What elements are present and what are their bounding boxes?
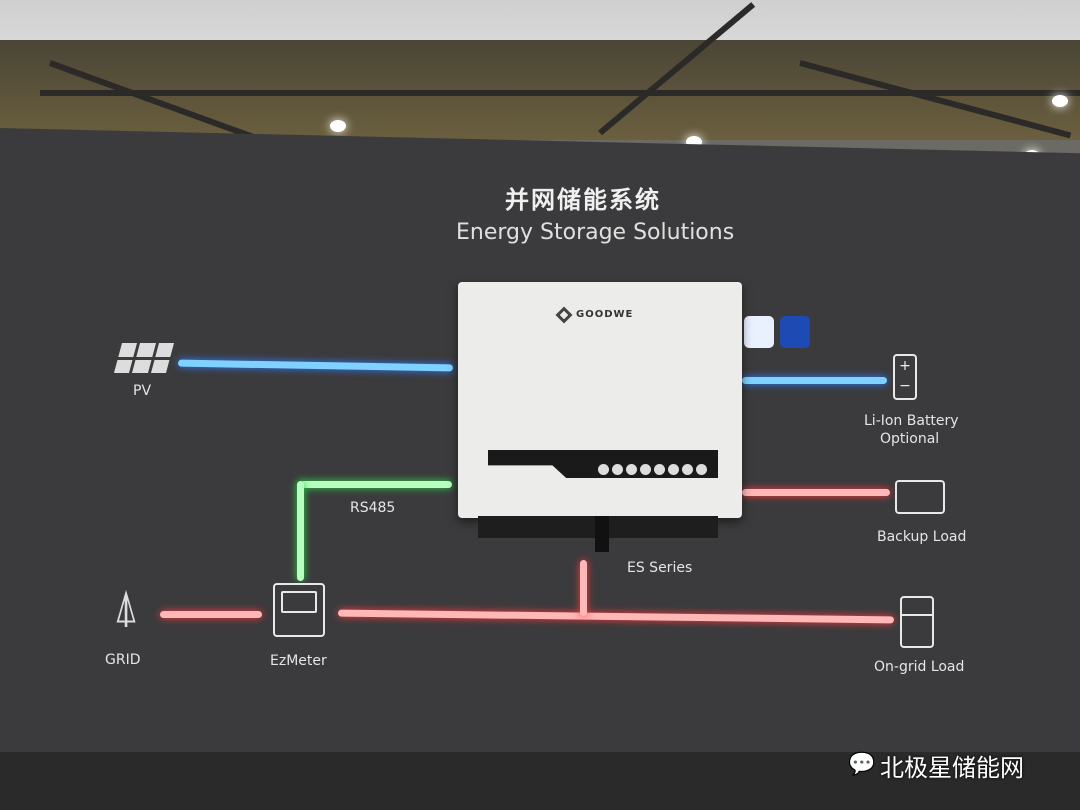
title-english: Energy Storage Solutions bbox=[456, 220, 735, 245]
power-tower-icon: ⍋ bbox=[112, 579, 140, 633]
refrigerator-icon bbox=[900, 596, 934, 648]
inverter-ac-line bbox=[580, 560, 587, 616]
control-panel bbox=[488, 450, 718, 478]
indicator-icon bbox=[668, 464, 679, 475]
ceiling-lamp bbox=[1052, 95, 1068, 107]
tech-product-badge bbox=[780, 316, 810, 348]
goodwe-logo-icon bbox=[555, 306, 573, 324]
watermark: 北极星储能网 bbox=[880, 754, 1024, 782]
wechat-icon: 💬 bbox=[848, 752, 876, 777]
ceiling-lamp bbox=[330, 120, 346, 132]
exhibition-ceiling bbox=[0, 0, 1080, 169]
backup-load-line bbox=[742, 489, 890, 496]
indicator-icon bbox=[696, 464, 707, 475]
series-label: ES Series bbox=[627, 560, 693, 576]
rs485-line bbox=[300, 481, 452, 488]
indicator-icon bbox=[640, 464, 651, 475]
crowd-area bbox=[0, 752, 1080, 810]
solar-panel-icon bbox=[113, 343, 175, 373]
ceiling-truss bbox=[598, 2, 756, 136]
pv-label: PV bbox=[133, 383, 152, 399]
battery-optional-label: Optional bbox=[880, 431, 940, 447]
inverter-device: GOODWE bbox=[458, 282, 742, 518]
ceiling-truss bbox=[40, 90, 1080, 96]
wifi-module bbox=[595, 516, 609, 552]
rs485-label: RS485 bbox=[350, 500, 396, 516]
indicator-icon bbox=[654, 464, 665, 475]
battery-label: Li-Ion Battery bbox=[864, 413, 959, 429]
ongrid-load-label: On-grid Load bbox=[874, 659, 965, 675]
ezmeter-label: EzMeter bbox=[270, 653, 327, 669]
monitor-icon bbox=[895, 480, 945, 514]
title-chinese: 并网储能系统 bbox=[505, 186, 661, 214]
grid-line bbox=[160, 611, 262, 618]
ceiling-truss bbox=[799, 60, 1072, 139]
certification-badge bbox=[744, 316, 774, 348]
indicator-icon bbox=[598, 464, 609, 475]
indicator-icon bbox=[682, 464, 693, 475]
battery-line bbox=[742, 377, 887, 384]
backup-load-label: Backup Load bbox=[877, 529, 967, 545]
indicator-icon bbox=[626, 464, 637, 475]
meter-icon bbox=[273, 583, 325, 637]
indicator-icon bbox=[612, 464, 623, 475]
rs485-line-vertical bbox=[297, 481, 304, 581]
battery-icon: +− bbox=[893, 354, 917, 400]
brand-logo: GOODWE bbox=[576, 309, 634, 320]
grid-label: GRID bbox=[105, 652, 141, 668]
